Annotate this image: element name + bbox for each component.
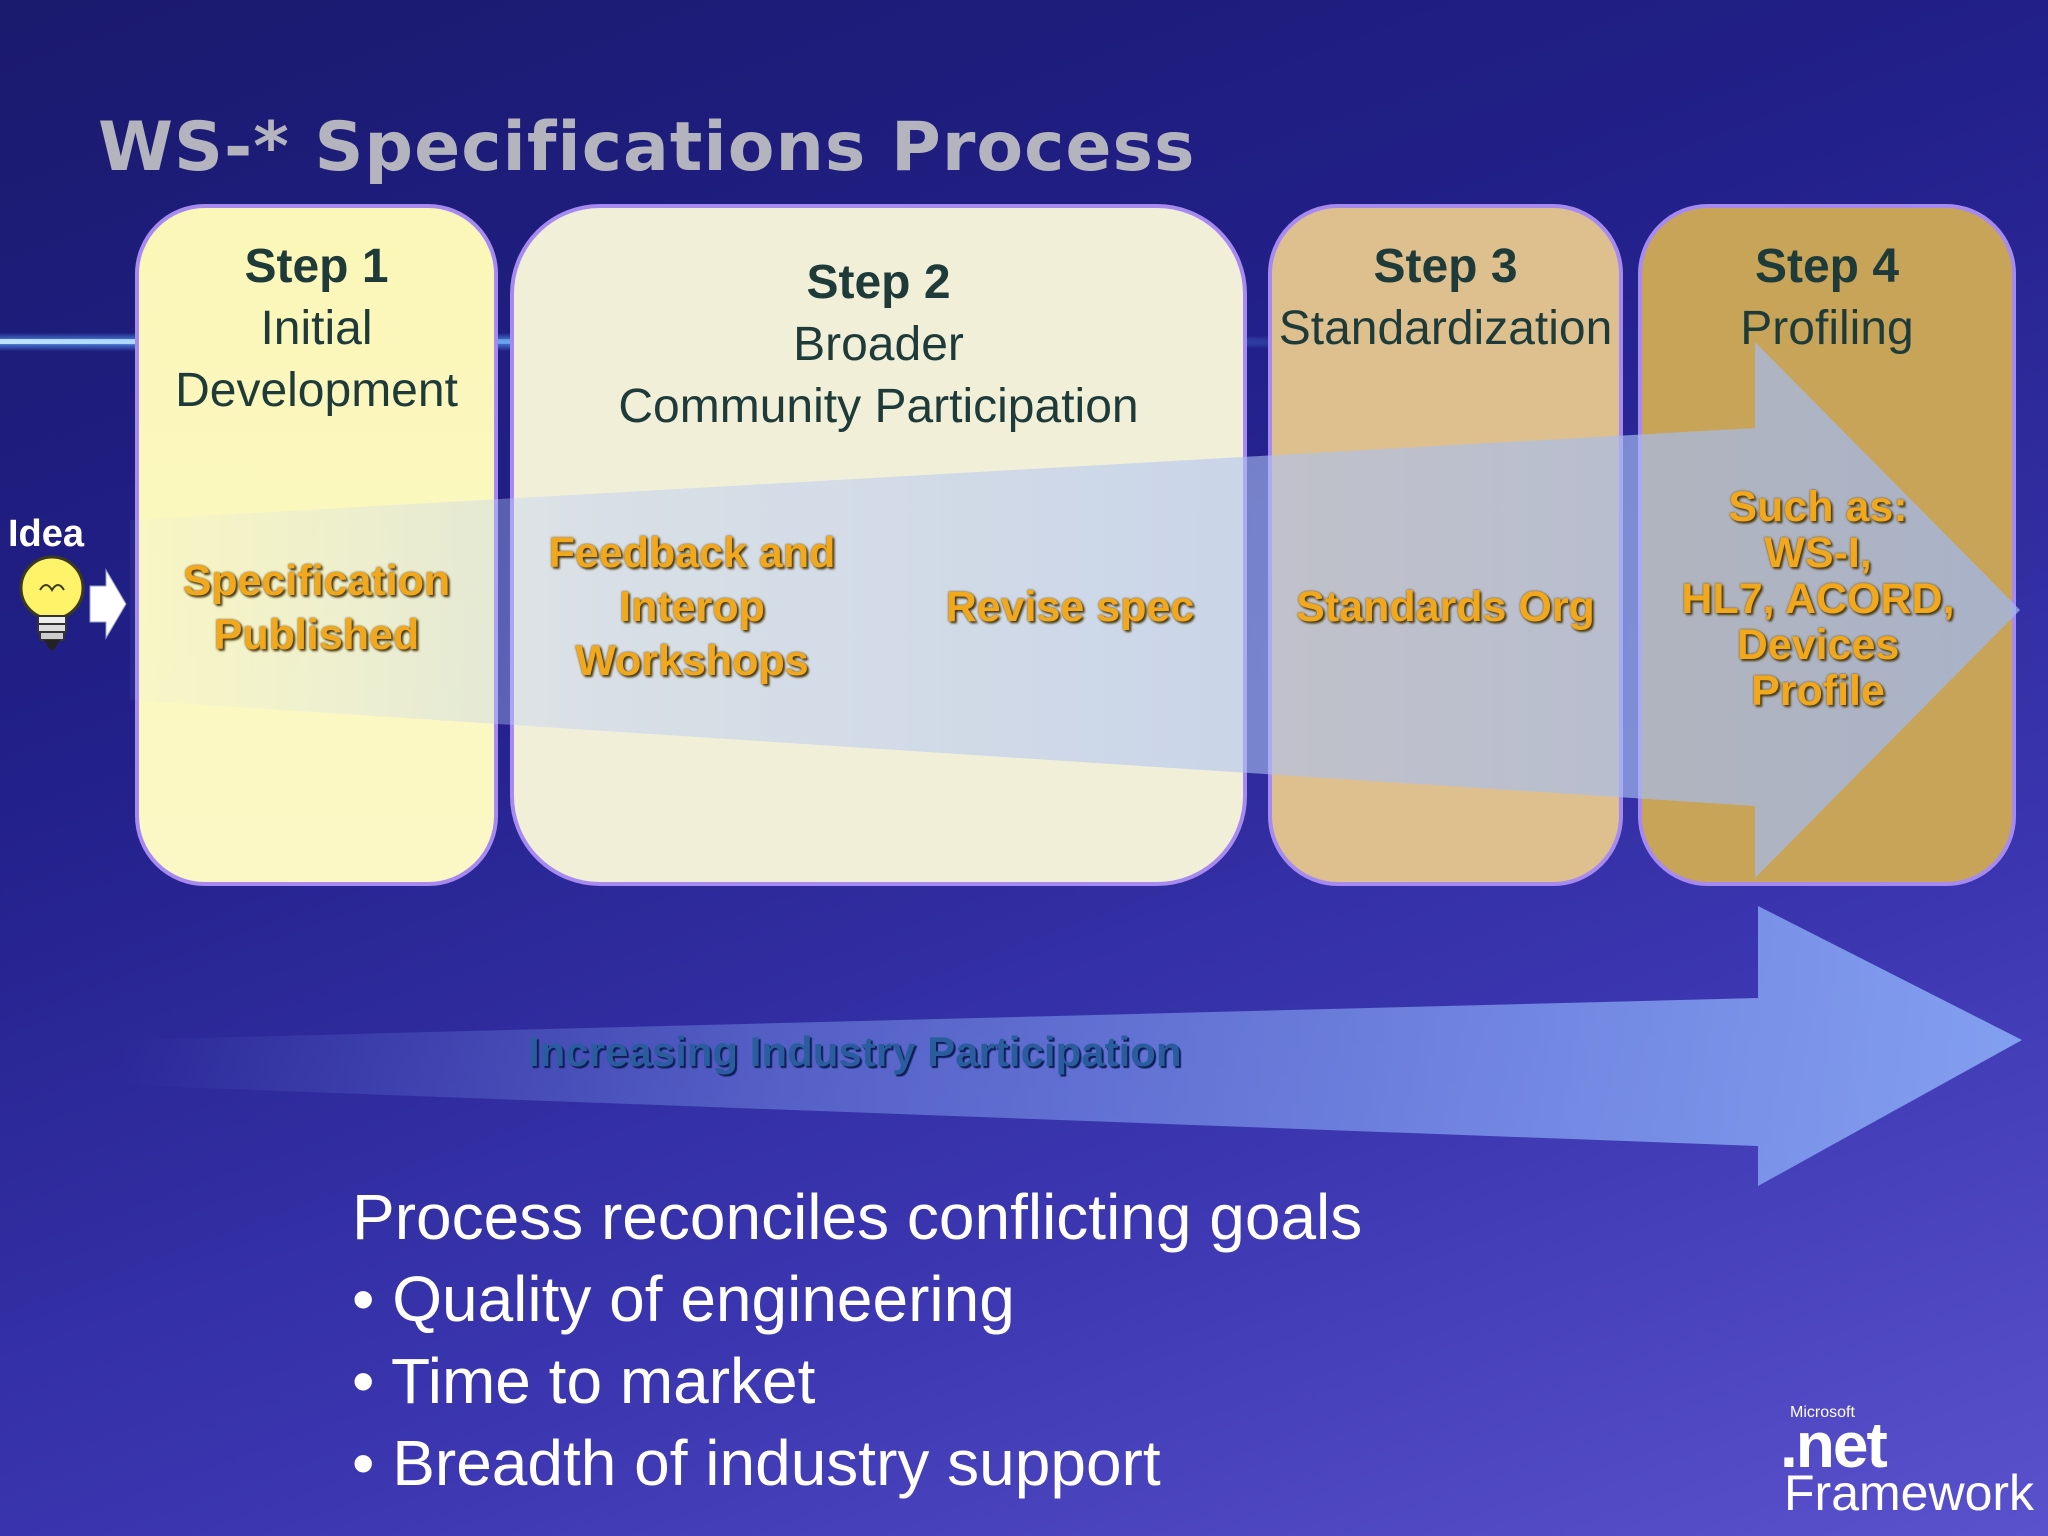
point-time: Time to market bbox=[352, 1340, 1362, 1422]
idea-arrow-icon bbox=[89, 568, 127, 640]
feedback-line1: Feedback and bbox=[548, 529, 836, 577]
point-quality: Quality of engineering bbox=[352, 1258, 1362, 1340]
key-points: Process reconciles conflicting goals Qua… bbox=[352, 1176, 1362, 1504]
step-2-heading: Step 2 Broader Community Participation bbox=[510, 252, 1247, 438]
step-2-line2: Community Participation bbox=[618, 380, 1139, 433]
feedback-line2: Interop bbox=[619, 583, 765, 631]
slide-title: WS-* Specifications Process bbox=[98, 108, 1196, 187]
spec-published-line2: Published bbox=[213, 611, 420, 659]
step-1-number: Step 1 bbox=[244, 240, 389, 293]
point-breadth: Breadth of industry support bbox=[352, 1422, 1362, 1504]
spec-published-line1: Specification bbox=[182, 557, 451, 605]
profiles-text: Such as: WS-I, HL7, ACORD, Devices Profi… bbox=[1638, 484, 1998, 714]
feedback-workshops-text: Feedback and Interop Workshops bbox=[530, 526, 854, 688]
feedback-line3: Workshops bbox=[575, 637, 809, 685]
profiles-line2: WS-I, bbox=[1764, 529, 1872, 577]
step-4-number: Step 4 bbox=[1754, 240, 1900, 293]
step-1-line2: Development bbox=[175, 364, 458, 417]
idea-label: Idea bbox=[8, 513, 85, 555]
step-2-line1: Broader bbox=[793, 318, 964, 371]
step-1-line1: Initial bbox=[260, 302, 373, 355]
standards-org-text: Standards Org bbox=[1296, 583, 1595, 631]
profiles-line5: Profile bbox=[1751, 667, 1885, 715]
profiles-line1: Such as: bbox=[1728, 483, 1908, 531]
profiles-line4: Devices bbox=[1736, 621, 1900, 669]
step-3-number: Step 3 bbox=[1373, 240, 1518, 293]
logo-brand: Microsoft bbox=[1790, 1404, 1855, 1421]
revise-spec-text: Revise spec bbox=[945, 583, 1195, 631]
spec-published-text: Specification Published bbox=[135, 554, 498, 662]
points-lead: Process reconciles conflicting goals bbox=[352, 1181, 1363, 1253]
step-3-line1: Standardization bbox=[1278, 302, 1613, 355]
step-1-heading: Step 1 Initial Development bbox=[135, 236, 498, 422]
profiles-line3: HL7, ACORD, bbox=[1681, 575, 1955, 623]
step-4-heading: Step 4 Profiling bbox=[1638, 236, 2016, 360]
logo-product: .net bbox=[1780, 1409, 1888, 1481]
step-3-heading: Step 3 Standardization bbox=[1258, 236, 1633, 360]
lightbulb-icon bbox=[19, 555, 85, 650]
participation-label: Increasing Industry Participation bbox=[528, 1028, 1182, 1075]
step-4-line1: Profiling bbox=[1740, 302, 1914, 355]
logo-sub: Framework bbox=[1784, 1465, 2035, 1521]
step-2-number: Step 2 bbox=[806, 256, 951, 309]
